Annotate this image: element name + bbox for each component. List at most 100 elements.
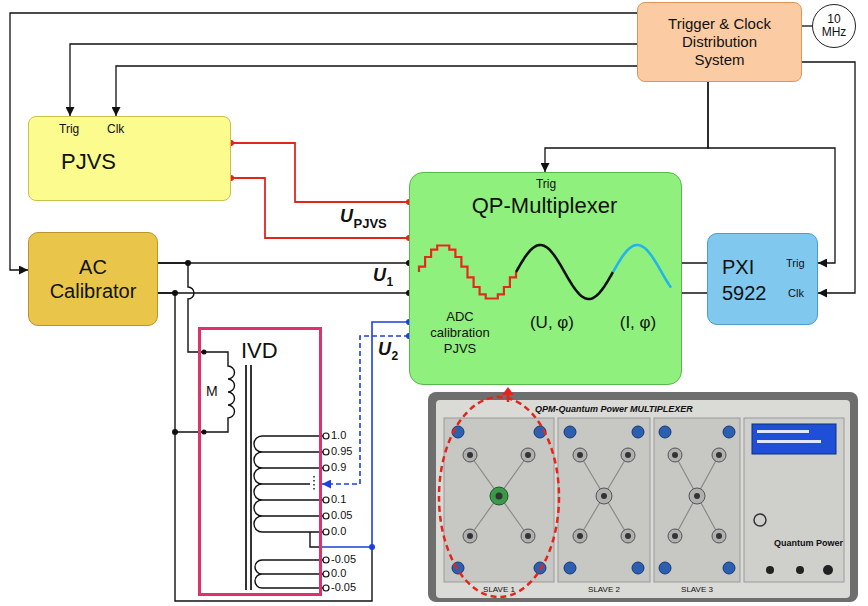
tap-value: 0.95 [331, 445, 352, 458]
connector [682, 292, 707, 294]
connector [158, 263, 198, 352]
tap-value: 0.0 [331, 567, 346, 580]
drawing-part [439, 397, 559, 597]
drawing-part [573, 448, 587, 462]
drawing-part [766, 566, 774, 574]
connector [545, 82, 708, 172]
node-text: AC Calibrator [41, 255, 145, 303]
tap-value: 0.1 [331, 493, 346, 506]
drawing-part [463, 529, 477, 543]
ac-calibrator-box: AC Calibrator [28, 232, 158, 326]
drawing-part [502, 387, 514, 395]
drawing-part [323, 585, 329, 591]
drawing-part [580, 455, 628, 536]
device-photo [428, 392, 858, 602]
tap-value: 0.0 [331, 525, 346, 538]
drawing-part [796, 566, 804, 574]
photo-text: SLAVE 1 [483, 585, 515, 594]
connector [231, 143, 409, 202]
signal-subscript: 2 [392, 350, 399, 364]
drawing-part [659, 562, 671, 574]
drawing-part [757, 440, 821, 443]
drawing-part [313, 476, 314, 492]
drawing-part [716, 533, 722, 539]
drawing-part [323, 557, 329, 563]
drawing-part [463, 448, 477, 462]
drawing-part [694, 493, 700, 499]
pjvs-box: TrigClkPJVS [28, 116, 231, 201]
drawing-part [202, 430, 207, 435]
stepped-sine [419, 245, 516, 298]
drawing-part [712, 529, 726, 543]
text-holder: AC Calibrator [29, 233, 157, 325]
tap-value: 1.0 [331, 429, 346, 442]
drawing-part [525, 533, 531, 539]
node-text: Trig [59, 122, 79, 136]
node-text: IVD [241, 338, 278, 364]
drawing-part [521, 448, 535, 462]
drawing-part [625, 452, 631, 458]
drawing-part [672, 533, 678, 539]
tap-terminals [323, 433, 329, 591]
drawing-part [621, 448, 635, 462]
drawing-part [470, 455, 528, 536]
drawing-part [625, 533, 631, 539]
drawing-part [632, 562, 644, 574]
tap-value: 0.05 [331, 509, 352, 522]
node-text: ADC calibration PJVS [416, 309, 504, 357]
text-holder: Trigger & Clock Distribution System [638, 3, 801, 81]
drawing-part [675, 455, 719, 536]
signal-symbol: U [340, 206, 353, 227]
signal-subscript: PJVS [354, 217, 387, 232]
connector [682, 262, 707, 264]
drawing-part [444, 418, 554, 582]
node-text: QP-Multiplexer [424, 193, 665, 219]
text-holder: 10 MHz [813, 5, 855, 47]
drawing-part [596, 488, 612, 504]
multiplexer-box: TrigQP-MultiplexerADC calibration PJVS(U… [409, 172, 682, 385]
drawing-part [744, 418, 844, 582]
drawing-part [369, 319, 412, 550]
drawing-part [754, 514, 766, 526]
tap-value: -0.05 [331, 581, 356, 594]
drawing-part [668, 448, 682, 462]
drawing-part [507, 394, 510, 402]
drawing-part [564, 562, 576, 574]
drawing-part [573, 529, 587, 543]
current-sine [613, 245, 671, 288]
drawing-part [668, 529, 682, 543]
drawing-part [716, 452, 722, 458]
drawing-part [723, 426, 735, 438]
drawing-part [262, 560, 323, 588]
connector [322, 336, 409, 484]
drawing-part [428, 392, 858, 602]
drawing-part [632, 426, 644, 438]
node-text: Clk [788, 287, 804, 300]
drawing-part [467, 452, 473, 458]
drawing-part [254, 436, 262, 532]
drawing-part [470, 455, 719, 536]
drawing-part [323, 497, 329, 503]
drawing-part [601, 493, 607, 499]
node-text: Trigger & Clock Distribution System [656, 15, 783, 69]
drawing-part [558, 418, 650, 582]
drawing-part [202, 350, 207, 355]
node-text: Trig [786, 257, 805, 270]
drawing-part [463, 448, 726, 543]
winding-label: M [206, 383, 218, 399]
drawing-part [323, 449, 329, 455]
node-text: (U, φ) [506, 313, 598, 333]
connector [158, 293, 198, 432]
drawing-part [525, 452, 531, 458]
drawing-part [323, 571, 329, 577]
drawing-part [323, 513, 329, 519]
connector [158, 292, 409, 294]
drawing-part [262, 436, 323, 532]
drawing-part [323, 433, 329, 439]
drawing-part [621, 529, 635, 543]
node-text: 10 MHz [819, 13, 849, 39]
clock-source-circle: 10 MHz [812, 4, 856, 48]
drawing-part [228, 140, 412, 241]
signal-subscript: 1 [387, 276, 394, 290]
drawing-part [654, 418, 740, 582]
